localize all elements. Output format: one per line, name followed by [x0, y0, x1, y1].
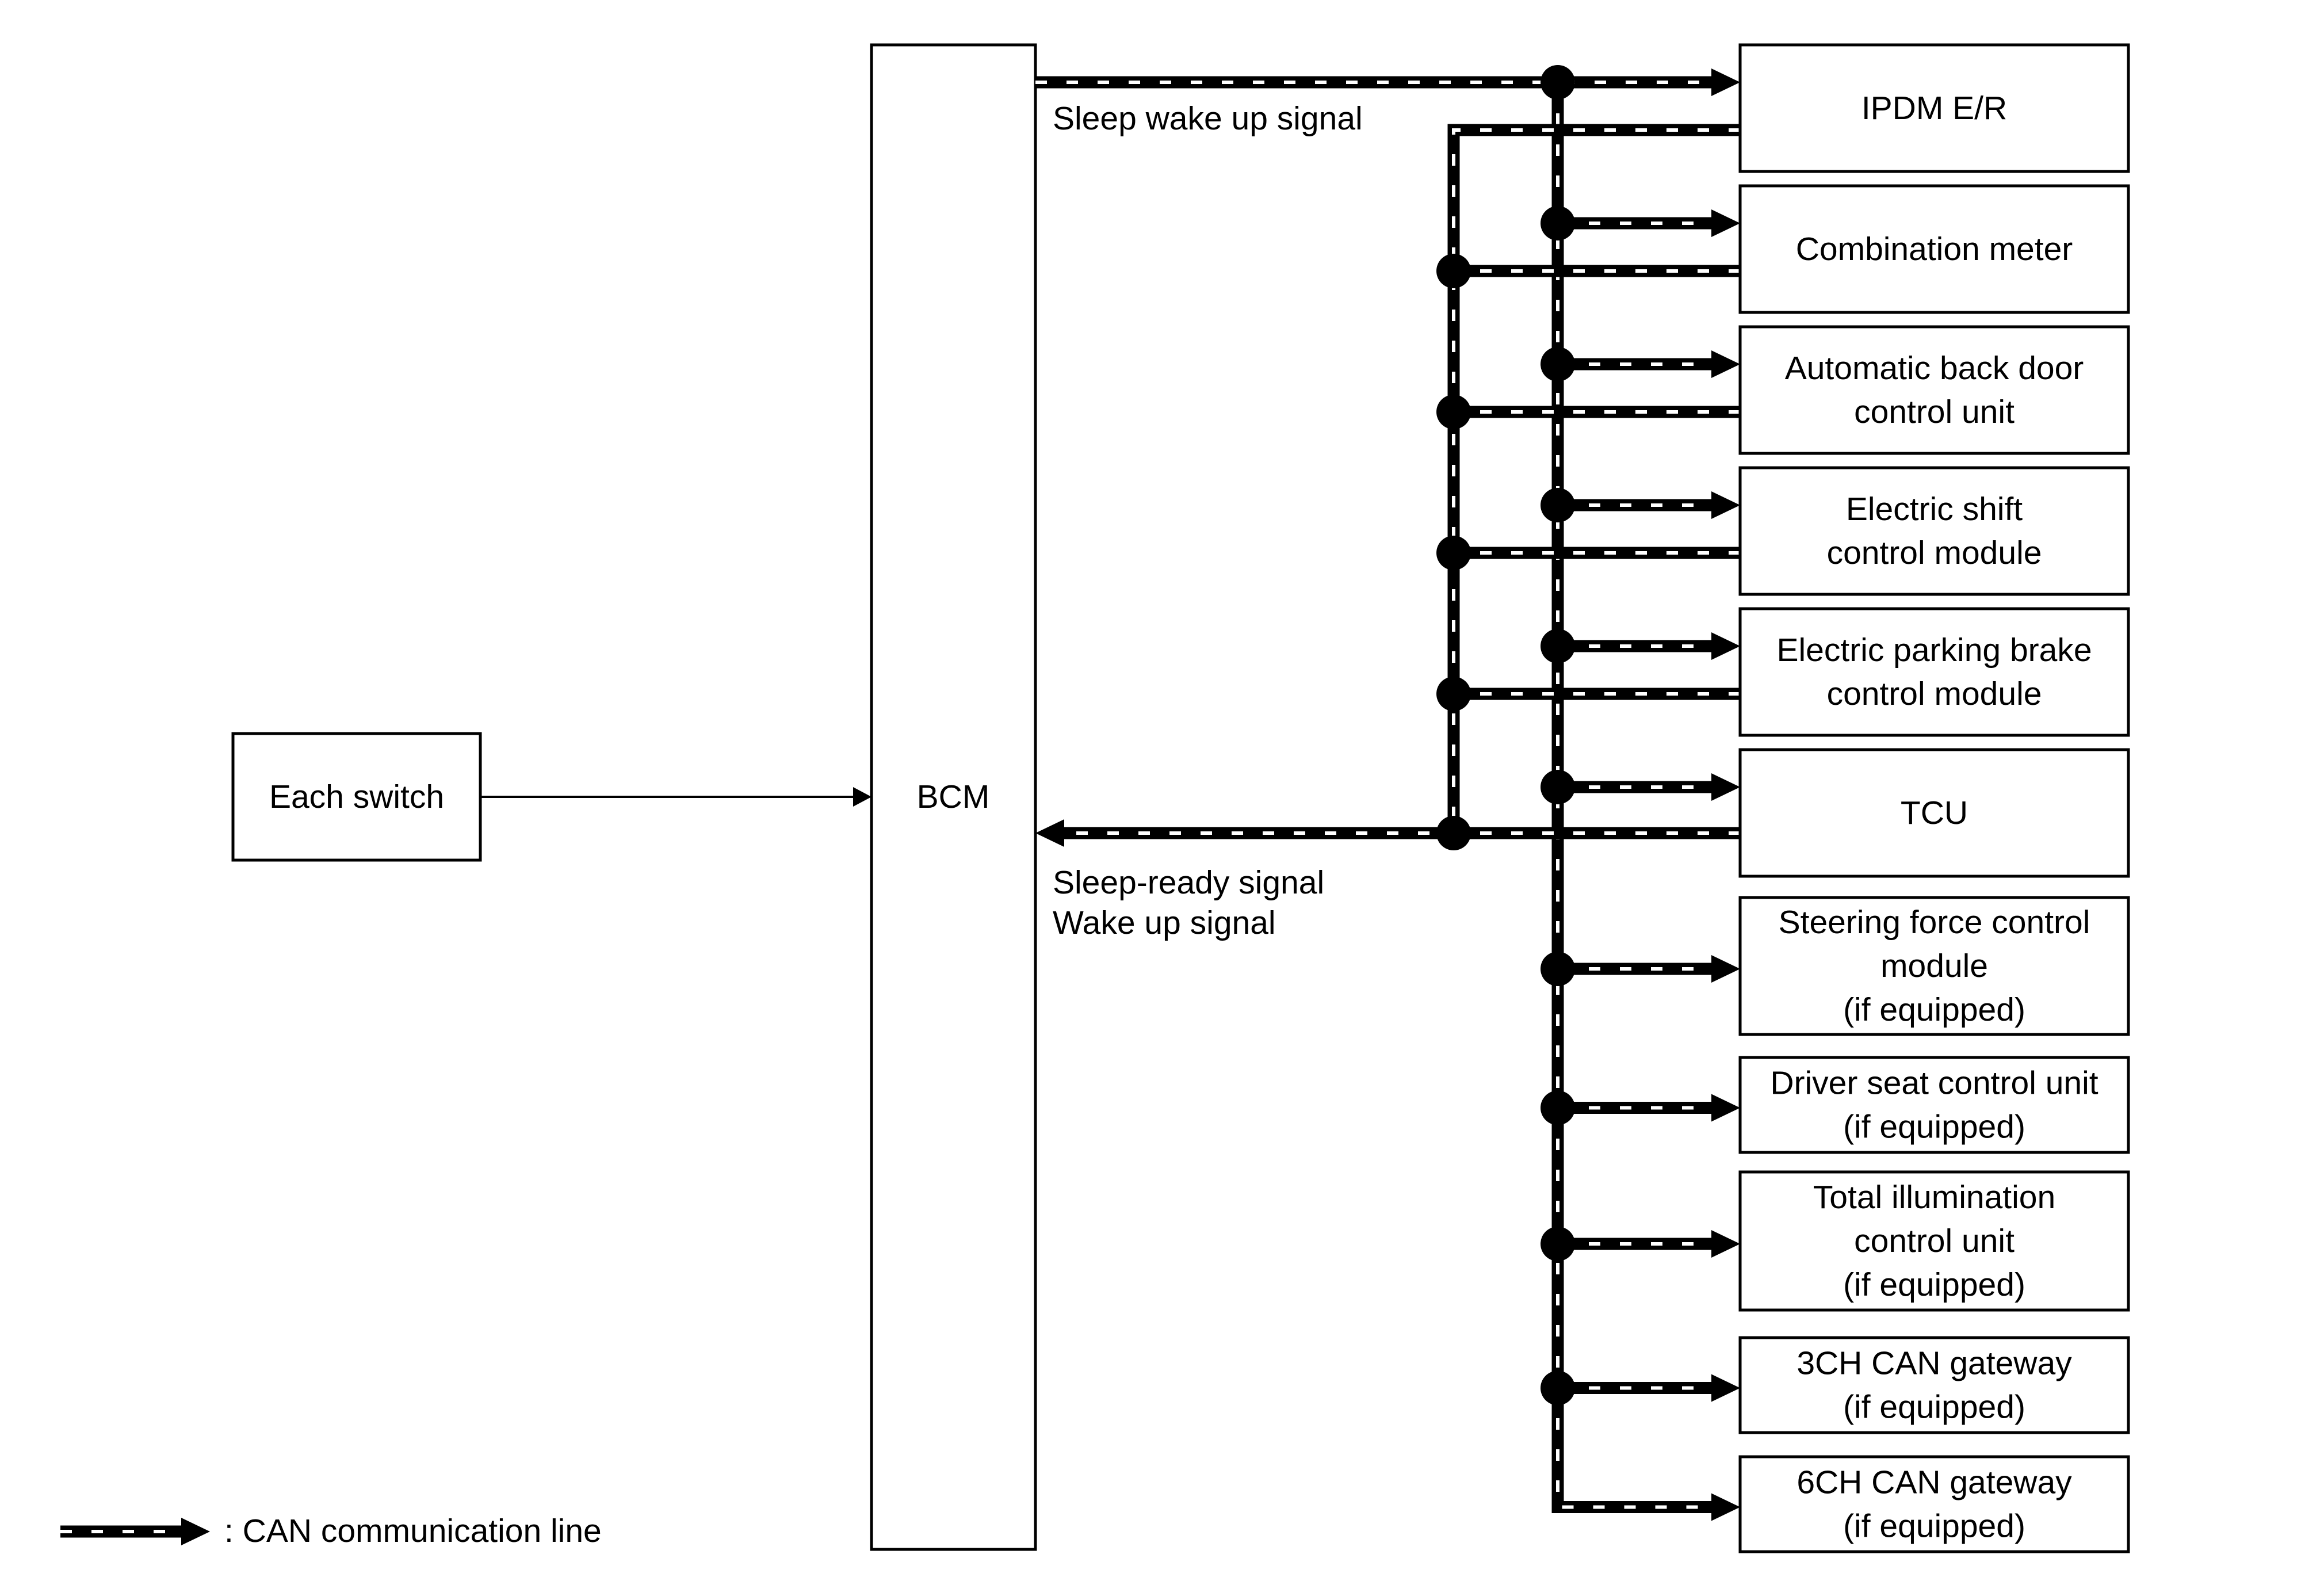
can-lines	[1035, 68, 1740, 1521]
can-line-to-unit-electric-parking-brake-control-module	[1558, 632, 1740, 660]
unit-ipdm-e-r-block: IPDM E/R	[1738, 43, 2130, 173]
switch-to-bcm-arrowhead	[853, 787, 871, 807]
can-line-to-unit-automatic-back-door-control-unit	[1558, 350, 1740, 378]
unit-steering-force-control-module-if-equipped-block: Steering force control module (if equipped…	[1738, 896, 2130, 1036]
junction-trunk-unit-electric-shift-control-module	[1541, 488, 1575, 522]
each-switch-label: Each switch	[269, 778, 444, 815]
unit-electric-shift-control-module-block: Electric shift control module	[1738, 466, 2130, 596]
can-line-to-unit-combination-meter	[1558, 209, 1740, 237]
unit-3ch-can-gateway-if-equipped-label-line: 3CH CAN gateway	[1796, 1345, 2072, 1382]
can-line-to-unit-tcu-arrowhead	[1711, 773, 1740, 801]
unit-steering-force-control-module-if-equipped-label-line: Steering force control	[1779, 904, 2090, 941]
junction-return-unit-automatic-back-door-control-unit	[1436, 395, 1471, 429]
bcm-label: BCM	[917, 778, 990, 815]
unit-combination-meter-label-line: Combination meter	[1796, 231, 2073, 268]
unit-total-illumination-control-unit-if-equipped-label-line: (if equipped)	[1843, 1266, 2025, 1303]
legend-arrowhead	[181, 1518, 210, 1545]
can-line-to-unit-3ch-can-gateway-if-equipped	[1558, 1374, 1740, 1402]
unit-steering-force-control-module-if-equipped-label-line: module	[1880, 948, 1988, 984]
can-line-to-unit-steering-force-control-module-if-equipped-arrowhead	[1711, 955, 1740, 983]
unit-automatic-back-door-control-unit-label-line: Automatic back door	[1785, 350, 2084, 387]
can-line-to-unit-electric-shift-control-module-arrowhead	[1711, 491, 1740, 519]
unit-driver-seat-control-unit-if-equipped-label-line: (if equipped)	[1843, 1109, 2025, 1145]
unit-driver-seat-control-unit-if-equipped-block: Driver seat control unit (if equipped)	[1738, 1056, 2130, 1154]
wake-up-signal-label: Wake up signal	[1053, 904, 1276, 941]
junction-trunk-unit-tcu	[1541, 770, 1575, 804]
can-line-to-unit-tcu	[1558, 773, 1740, 801]
junction-return-unit-electric-shift-control-module	[1436, 536, 1471, 570]
unit-tcu-block: TCU	[1738, 748, 2130, 878]
unit-3ch-can-gateway-if-equipped-block: 3CH CAN gateway (if equipped)	[1738, 1336, 2130, 1434]
unit-electric-parking-brake-control-module-label-line: control module	[1827, 675, 2042, 712]
can-line-to-unit-driver-seat-control-unit-if-equipped-arrowhead	[1711, 1094, 1740, 1122]
junction-trunk-unit-combination-meter	[1541, 206, 1575, 240]
legend-label: : CAN communication line	[224, 1513, 602, 1549]
unit-6ch-can-gateway-if-equipped-label-line: (if equipped)	[1843, 1508, 2025, 1545]
can-line-to-unit-total-illumination-control-unit-if-equipped	[1558, 1230, 1740, 1258]
junction-return-bottom	[1436, 816, 1471, 850]
unit-automatic-back-door-control-unit-label-line: control unit	[1854, 394, 2015, 430]
bcm-block: BCM	[870, 43, 1037, 1551]
junction-trunk-unit-electric-parking-brake-control-module	[1541, 629, 1575, 663]
legend: : CAN communication line	[60, 1513, 602, 1549]
can-line-bcm-input	[1035, 819, 1740, 847]
junction-return-unit-electric-parking-brake-control-module	[1436, 677, 1471, 711]
sleep-ready-signal-label: Sleep-ready signal	[1053, 864, 1324, 901]
legend-can-line-sample	[60, 1518, 210, 1545]
unit-total-illumination-control-unit-if-equipped-block: Total illumination control unit (if equipp…	[1738, 1170, 2130, 1312]
junction-trunk-unit-driver-seat-control-unit-if-equipped	[1541, 1090, 1575, 1125]
can-line-bcm-input-arrowhead	[1035, 819, 1064, 847]
junction-return-unit-combination-meter	[1436, 254, 1471, 288]
can-line-bcm-output	[1035, 68, 1740, 96]
can-line-return-bus	[1447, 124, 1740, 833]
can-line-to-unit-total-illumination-control-unit-if-equipped-arrowhead	[1711, 1230, 1740, 1258]
unit-electric-shift-control-module-label-line: control module	[1827, 534, 2042, 571]
can-line-trunk	[1551, 82, 1740, 1521]
sleep-wake-up-signal-label: Sleep wake up signal	[1053, 100, 1363, 137]
can-line-to-unit-3ch-can-gateway-if-equipped-arrowhead	[1711, 1374, 1740, 1402]
can-line-to-unit-electric-parking-brake-control-module-arrowhead	[1711, 632, 1740, 660]
junction-trunk-unit-steering-force-control-module-if-equipped	[1541, 952, 1575, 986]
can-line-to-unit-steering-force-control-module-if-equipped	[1558, 955, 1740, 983]
junction-trunk-unit-automatic-back-door-control-unit	[1541, 347, 1575, 381]
unit-6ch-can-gateway-if-equipped-label-line: 6CH CAN gateway	[1796, 1464, 2072, 1501]
can-line-to-unit-driver-seat-control-unit-if-equipped	[1558, 1094, 1740, 1122]
can-line-to-unit-combination-meter-arrowhead	[1711, 209, 1740, 237]
switch-to-bcm-line	[480, 787, 871, 807]
unit-tcu-label-line: TCU	[1901, 795, 1968, 831]
unit-steering-force-control-module-if-equipped-label-line: (if equipped)	[1843, 991, 2025, 1028]
unit-total-illumination-control-unit-if-equipped-label-line: control unit	[1854, 1223, 2015, 1259]
junction-trunk-top	[1541, 65, 1575, 100]
unit-total-illumination-control-unit-if-equipped-label-line: Total illumination	[1813, 1179, 2055, 1216]
can-line-trunk-arrowhead	[1711, 1493, 1740, 1521]
can-line-to-unit-automatic-back-door-control-unit-arrowhead	[1711, 350, 1740, 378]
unit-automatic-back-door-control-unit-block: Automatic back door control unit	[1738, 325, 2130, 455]
unit-ipdm-e-r-label-line: IPDM E/R	[1862, 90, 2007, 127]
unit-6ch-can-gateway-if-equipped-block: 6CH CAN gateway (if equipped)	[1738, 1455, 2130, 1553]
junction-trunk-unit-3ch-can-gateway-if-equipped	[1541, 1370, 1575, 1406]
junctions	[1436, 65, 1575, 1406]
unit-driver-seat-control-unit-if-equipped-label-line: Driver seat control unit	[1770, 1065, 2098, 1102]
can-line-bcm-output-arrowhead	[1711, 68, 1740, 96]
can-line-to-unit-electric-shift-control-module	[1558, 491, 1740, 519]
each-switch-block: Each switch	[231, 732, 482, 862]
unit-combination-meter-block: Combination meter	[1738, 184, 2130, 314]
unit-3ch-can-gateway-if-equipped-label-line: (if equipped)	[1843, 1389, 2025, 1426]
unit-electric-shift-control-module-label-line: Electric shift	[1846, 491, 2023, 528]
unit-electric-parking-brake-control-module-block: Electric parking brake control module	[1738, 607, 2130, 737]
unit-electric-parking-brake-control-module-label-line: Electric parking brake	[1776, 632, 2092, 669]
junction-trunk-unit-total-illumination-control-unit-if-equipped	[1541, 1227, 1575, 1261]
